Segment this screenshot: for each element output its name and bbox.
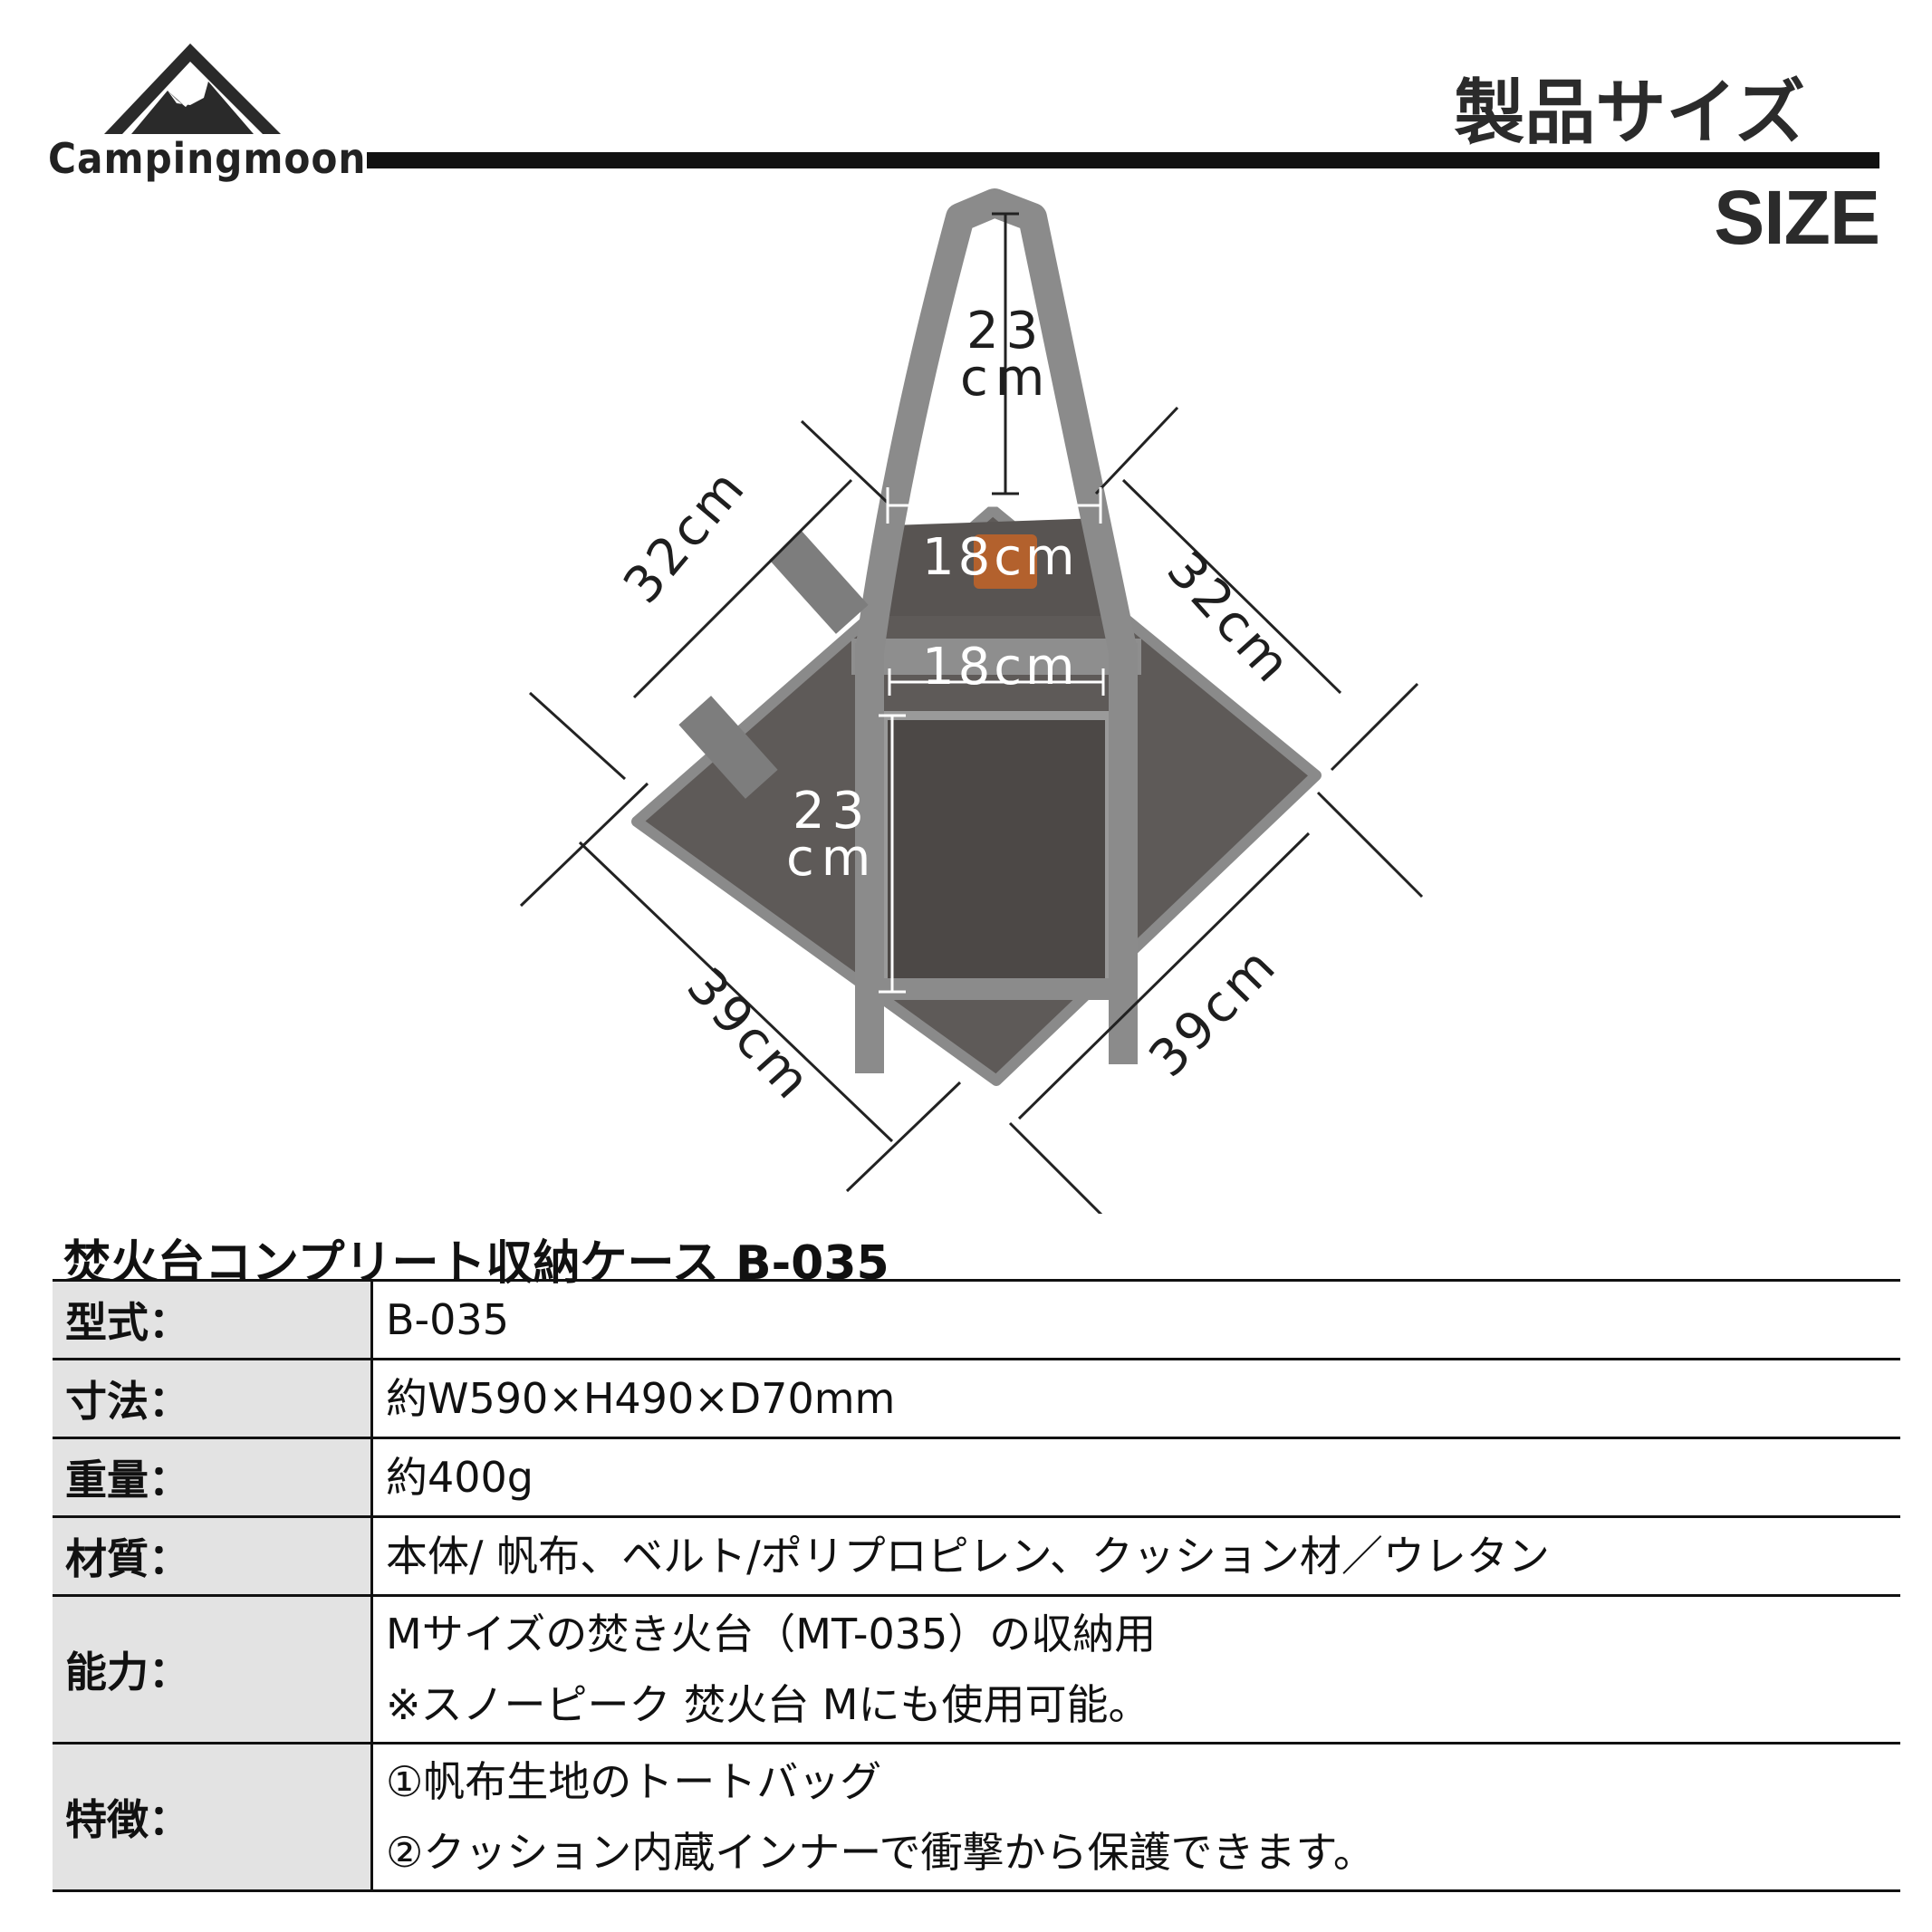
spec-value-model: B-035	[371, 1280, 1900, 1360]
spec-label-features: 特徴：	[53, 1743, 373, 1892]
spec-value-size: 約W590×H490×D70mm	[371, 1359, 1900, 1439]
brand-name: Campingmoon	[48, 134, 367, 183]
table-row: 寸法： 約W590×H490×D70mm	[53, 1359, 1900, 1439]
table-row: 能力： Mサイズの焚き火台（MT-035）の収納用 ※スノーピーク 焚火台 Mに…	[53, 1595, 1900, 1745]
spec-value-material: 本体/ 帆布、ベルト/ポリプロピレン、クッション材／ウレタン	[371, 1516, 1900, 1597]
spec-label-model: 型式：	[53, 1280, 373, 1360]
table-row: 重量： 約400g	[53, 1437, 1900, 1518]
mid-width-label: 18cm	[922, 638, 1079, 697]
tote-bag-diagram	[519, 188, 1424, 1214]
header-divider	[367, 152, 1879, 168]
page-title-en: SIZE	[1714, 175, 1880, 260]
spec-table: 型式： B-035 寸法： 約W590×H490×D70mm 重量： 約400g…	[53, 1279, 1900, 1892]
strap-height-label: 23 cm	[960, 302, 1053, 408]
table-row: 型式： B-035	[53, 1280, 1900, 1360]
top-width-label: 18cm	[922, 528, 1079, 587]
page-title-jp: 製品サイズ	[1454, 72, 1805, 154]
side-tab-upper	[769, 531, 869, 634]
table-row: 材質： 本体/ 帆布、ベルト/ポリプロピレン、クッション材／ウレタン	[53, 1516, 1900, 1597]
bag-band	[851, 639, 1141, 675]
mountain-logo-icon	[104, 43, 281, 134]
spec-label-weight: 重量：	[53, 1437, 373, 1518]
spec-value-weight: 約400g	[371, 1437, 1900, 1518]
spec-label-size: 寸法：	[53, 1359, 373, 1439]
bag-strap	[855, 188, 1138, 697]
inner-dimension-lines	[879, 487, 1105, 994]
brand-logo: Campingmoon	[41, 34, 366, 188]
spec-value-features: ①帆布生地のトートバッグ ②クッション内蔵インナーで衝撃から保護できます。	[371, 1743, 1900, 1892]
table-row: 特徴： ①帆布生地のトートバッグ ②クッション内蔵インナーで衝撃から保護できます…	[53, 1743, 1900, 1892]
product-illustration: 23 cm 18cm 18cm 23 cm 32cm 32cm 39cm 39c…	[0, 181, 1932, 1214]
bag-pocket	[879, 711, 1114, 996]
spec-value-capacity: Mサイズの焚き火台（MT-035）の収納用 ※スノーピーク 焚火台 Mにも使用可…	[371, 1595, 1900, 1745]
spec-label-capacity: 能力：	[53, 1595, 373, 1745]
leather-tag	[974, 534, 1037, 589]
spec-label-material: 材質：	[53, 1516, 373, 1597]
dimension-lines	[519, 212, 1424, 1214]
side-tab-lower	[678, 696, 778, 799]
pocket-height-label: 23 cm	[786, 782, 879, 888]
